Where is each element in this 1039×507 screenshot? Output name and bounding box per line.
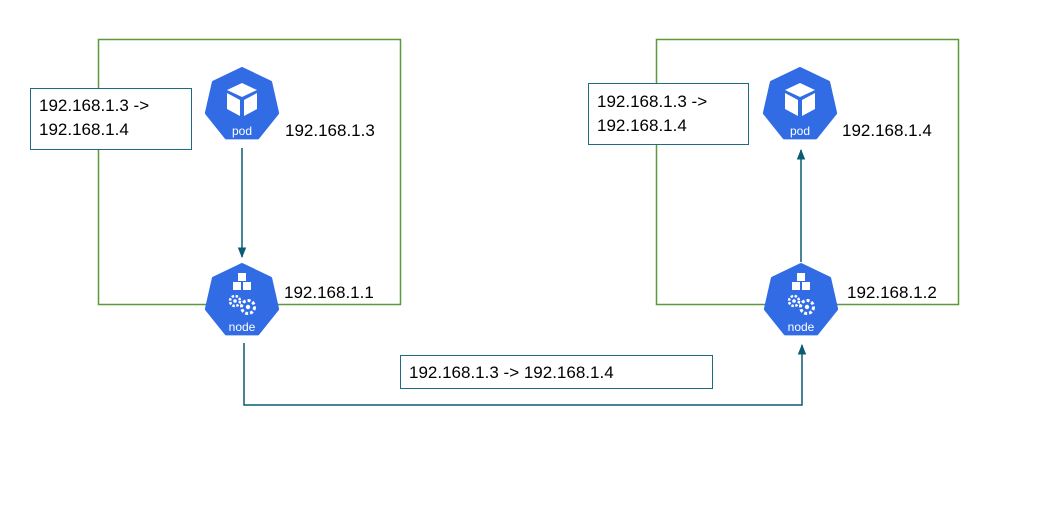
- packet-line-2: 192.168.1.4: [597, 116, 687, 135]
- node-icon-label: node: [229, 320, 256, 334]
- right-pod-icon: pod: [762, 67, 838, 140]
- cube-icon: [785, 83, 815, 116]
- left-node-icon: node: [204, 263, 280, 336]
- right-node-icon: node: [763, 263, 839, 336]
- link-packet-box: 192.168.1.3 -> 192.168.1.4: [400, 355, 713, 389]
- right-pod-ip: 192.168.1.4: [842, 121, 932, 140]
- pod-icon-label: pod: [790, 124, 810, 138]
- left-pod-ip: 192.168.1.3: [285, 121, 375, 140]
- cube-icon: [227, 83, 257, 116]
- packet-line-1: 192.168.1.3 ->: [597, 92, 707, 111]
- node-cubes-gear-icon: [228, 273, 256, 315]
- right-node-ip: 192.168.1.2: [847, 283, 937, 302]
- left-pod-icon: pod: [204, 67, 280, 140]
- link-packet-text: 192.168.1.3 -> 192.168.1.4: [409, 363, 614, 382]
- packet-line-2: 192.168.1.4: [39, 120, 129, 139]
- pod-icon-label: pod: [232, 124, 252, 138]
- node-icon-label: node: [788, 320, 815, 334]
- left-node-ip: 192.168.1.1: [284, 283, 374, 302]
- packet-line-1: 192.168.1.3 ->: [39, 96, 149, 115]
- left-packet-box: 192.168.1.3 -> 192.168.1.4: [30, 88, 192, 150]
- node-cubes-gear-icon: [787, 273, 815, 315]
- right-packet-box: 192.168.1.3 -> 192.168.1.4: [588, 83, 749, 145]
- node-to-node-link-arrow: [243, 343, 807, 406]
